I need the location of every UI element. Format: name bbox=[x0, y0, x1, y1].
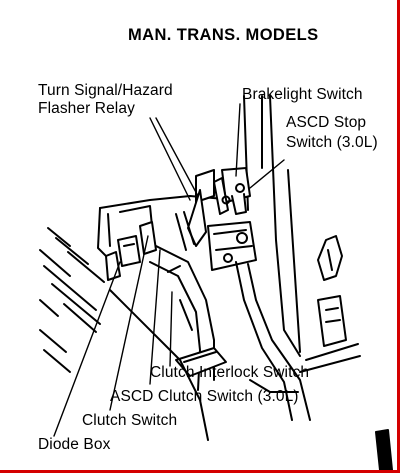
label-ascd-stop-line1: ASCD Stop bbox=[286, 114, 367, 131]
frame-edge-right bbox=[397, 0, 400, 473]
label-brakelight-switch: Brakelight Switch bbox=[242, 86, 363, 103]
label-ascd-stop-line2: Switch (3.0L) bbox=[286, 134, 378, 151]
label-turn-signal-line1: Turn Signal/Hazard bbox=[38, 82, 173, 99]
label-ascd-clutch-switch: ASCD Clutch Switch (3.0L) bbox=[110, 388, 299, 405]
diagram-title: MAN. TRANS. MODELS bbox=[128, 26, 319, 44]
label-diode-box: Diode Box bbox=[38, 436, 111, 453]
dash-panel-hatching bbox=[39, 227, 105, 373]
frame-edge-bottom bbox=[0, 470, 400, 473]
label-turn-signal-line2: Flasher Relay bbox=[38, 100, 135, 117]
label-clutch-switch: Clutch Switch bbox=[82, 412, 178, 429]
label-clutch-interlock-switch: Clutch Interlock Switch bbox=[150, 364, 310, 381]
